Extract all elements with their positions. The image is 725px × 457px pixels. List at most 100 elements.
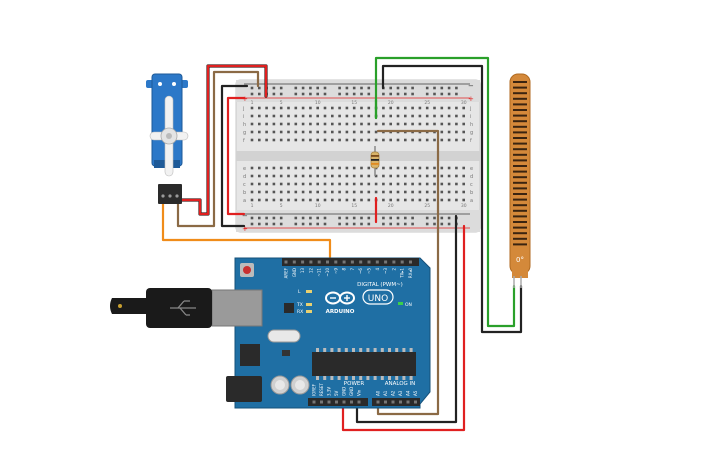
power-pin[interactable]	[327, 400, 331, 404]
breadboard-hole[interactable]	[294, 174, 298, 178]
breadboard-hole[interactable]	[316, 138, 319, 142]
breadboard-hole[interactable]	[396, 182, 400, 186]
breadboard-hole[interactable]	[265, 138, 268, 142]
breadboard-hole[interactable]	[360, 86, 363, 90]
breadboard-hole[interactable]	[367, 216, 371, 220]
breadboard-hole[interactable]	[352, 106, 356, 110]
breadboard-hole[interactable]	[331, 114, 334, 118]
breadboard-hole[interactable]	[367, 106, 371, 110]
breadboard-hole[interactable]	[309, 190, 312, 194]
digital-pin[interactable]	[292, 260, 296, 264]
breadboard-hole[interactable]	[455, 198, 458, 202]
breadboard-hole[interactable]	[331, 130, 334, 134]
breadboard-hole[interactable]	[331, 166, 334, 170]
breadboard-hole[interactable]	[374, 130, 378, 134]
breadboard-hole[interactable]	[345, 114, 349, 118]
breadboard-hole[interactable]	[272, 222, 276, 226]
breadboard-hole[interactable]	[404, 92, 407, 96]
breadboard-hole[interactable]	[455, 182, 458, 186]
breadboard-hole[interactable]	[425, 114, 429, 118]
breadboard-hole[interactable]	[455, 174, 458, 178]
breadboard-hole[interactable]	[301, 86, 305, 90]
breadboard-hole[interactable]	[301, 174, 305, 178]
breadboard-hole[interactable]	[250, 138, 254, 142]
breadboard-hole[interactable]	[323, 222, 327, 226]
breadboard-hole[interactable]	[345, 166, 349, 170]
breadboard-hole[interactable]	[309, 222, 312, 226]
breadboard-hole[interactable]	[433, 106, 436, 110]
breadboard-hole[interactable]	[367, 198, 371, 202]
breadboard-hole[interactable]	[433, 174, 436, 178]
breadboard-hole[interactable]	[382, 114, 385, 118]
breadboard-hole[interactable]	[294, 86, 298, 90]
breadboard-hole[interactable]	[294, 106, 298, 110]
breadboard-hole[interactable]	[374, 182, 378, 186]
breadboard-hole[interactable]	[440, 114, 444, 118]
breadboard-hole[interactable]	[352, 174, 356, 178]
breadboard-hole[interactable]	[418, 138, 422, 142]
breadboard-hole[interactable]	[250, 122, 254, 126]
breadboard-hole[interactable]	[287, 198, 290, 202]
breadboard-hole[interactable]	[250, 92, 254, 96]
breadboard-hole[interactable]	[433, 216, 436, 220]
breadboard-hole[interactable]	[382, 182, 385, 186]
breadboard-hole[interactable]	[433, 166, 436, 170]
breadboard-hole[interactable]	[455, 130, 458, 134]
breadboard-hole[interactable]	[462, 130, 465, 134]
breadboard-hole[interactable]	[352, 122, 356, 126]
breadboard-hole[interactable]	[455, 166, 458, 170]
breadboard-hole[interactable]	[272, 166, 276, 170]
breadboard-hole[interactable]	[352, 222, 356, 226]
breadboard-hole[interactable]	[272, 106, 276, 110]
digital-pin[interactable]	[409, 260, 412, 264]
breadboard-hole[interactable]	[352, 166, 356, 170]
breadboard-hole[interactable]	[250, 86, 254, 90]
breadboard-hole[interactable]	[338, 122, 341, 126]
breadboard-hole[interactable]	[265, 130, 268, 134]
breadboard-hole[interactable]	[265, 106, 268, 110]
breadboard-hole[interactable]	[440, 198, 444, 202]
breadboard-hole[interactable]	[272, 216, 276, 220]
breadboard-hole[interactable]	[418, 114, 422, 118]
breadboard-hole[interactable]	[462, 138, 465, 142]
breadboard-hole[interactable]	[301, 190, 305, 194]
digital-pin[interactable]	[375, 260, 379, 264]
breadboard-hole[interactable]	[323, 106, 327, 110]
breadboard-hole[interactable]	[411, 166, 414, 170]
breadboard-hole[interactable]	[433, 92, 436, 96]
breadboard-hole[interactable]	[265, 198, 268, 202]
breadboard-hole[interactable]	[360, 174, 363, 178]
breadboard-hole[interactable]	[345, 174, 349, 178]
breadboard-hole[interactable]	[418, 190, 422, 194]
breadboard-hole[interactable]	[411, 106, 414, 110]
breadboard-hole[interactable]	[447, 86, 451, 90]
breadboard-hole[interactable]	[279, 106, 283, 110]
breadboard-hole[interactable]	[316, 166, 319, 170]
breadboard-hole[interactable]	[440, 138, 444, 142]
breadboard-hole[interactable]	[462, 190, 465, 194]
breadboard-hole[interactable]	[323, 174, 327, 178]
breadboard-hole[interactable]	[294, 222, 298, 226]
breadboard-hole[interactable]	[309, 166, 312, 170]
wire-servo-signal[interactable]	[161, 186, 332, 266]
breadboard-hole[interactable]	[425, 138, 429, 142]
breadboard-hole[interactable]	[462, 198, 465, 202]
breadboard-hole[interactable]	[338, 190, 341, 194]
breadboard-hole[interactable]	[294, 138, 298, 142]
breadboard-hole[interactable]	[425, 216, 429, 220]
breadboard-hole[interactable]	[425, 106, 429, 110]
breadboard-hole[interactable]	[374, 138, 378, 142]
breadboard-hole[interactable]	[382, 216, 385, 220]
breadboard-hole[interactable]	[433, 190, 436, 194]
breadboard-hole[interactable]	[382, 166, 385, 170]
breadboard-hole[interactable]	[301, 216, 305, 220]
breadboard-hole[interactable]	[258, 198, 261, 202]
digital-pin[interactable]	[400, 260, 404, 264]
breadboard-hole[interactable]	[345, 216, 349, 220]
breadboard-hole[interactable]	[279, 222, 283, 226]
breadboard-hole[interactable]	[367, 86, 371, 90]
breadboard-hole[interactable]	[411, 122, 414, 126]
breadboard-hole[interactable]	[389, 86, 392, 90]
power-pin[interactable]	[312, 400, 316, 404]
breadboard-hole[interactable]	[301, 114, 305, 118]
